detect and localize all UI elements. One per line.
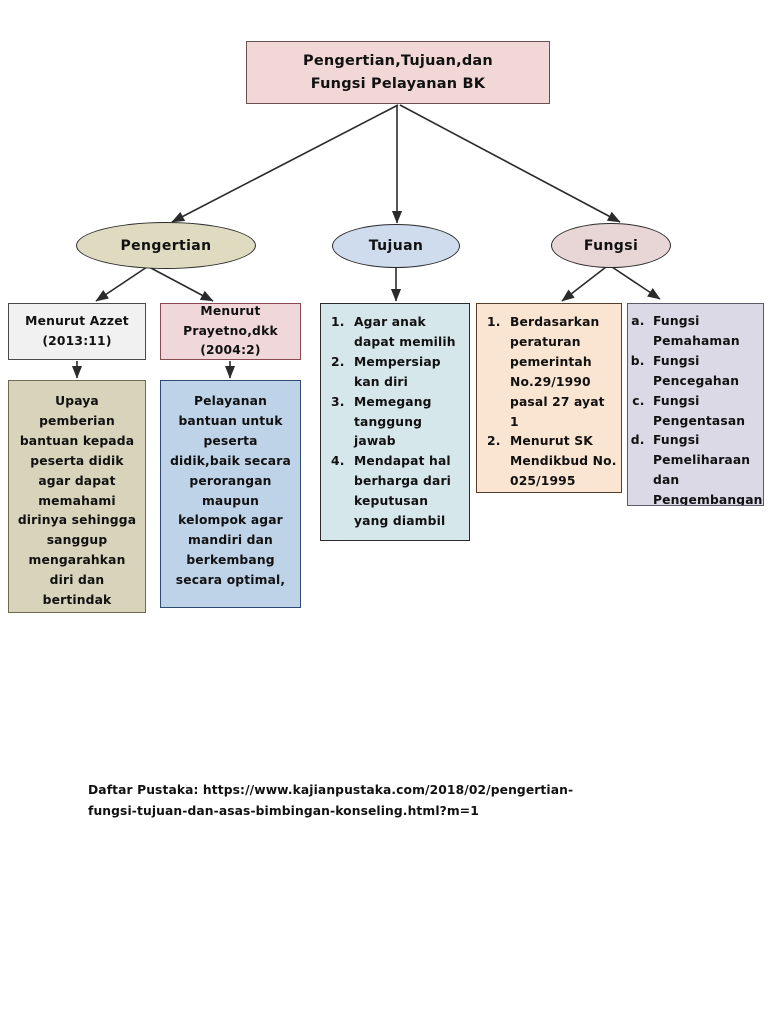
fungsi-numbered-list: Berdasarkan peraturan pemerintah No.29/1… <box>479 313 617 492</box>
node-oval-tujuan: Tujuan <box>332 224 460 268</box>
edge-title-to-fungsi <box>399 104 621 223</box>
node-fungsi-numbered-list: Berdasarkan peraturan pemerintah No.29/1… <box>476 303 622 493</box>
list-item: Mendapat hal berharga dari keputusan yan… <box>349 452 463 532</box>
node-title-line2: Fungsi Pelayanan BK <box>310 75 486 92</box>
edge-fungsi-to-numbered <box>561 266 607 302</box>
list-item: Fungsi Pengentasan <box>649 392 760 432</box>
node-oval-pengertian: Pengertian <box>76 222 256 269</box>
node-oval-fungsi-label: Fungsi <box>583 237 639 254</box>
list-item: Berdasarkan peraturan pemerintah No.29/1… <box>505 313 617 432</box>
list-item: Memegang tanggung jawab <box>349 393 463 453</box>
node-azzet-body: Upaya pemberian bantuan kepada peserta d… <box>8 380 146 613</box>
node-prayetno-header-line2: Prayetno,dkk <box>183 323 278 338</box>
node-oval-fungsi: Fungsi <box>551 223 671 268</box>
node-title-line1: Pengertian,Tujuan,dan <box>303 53 493 70</box>
list-item: Fungsi Pemeliharaan dan Pengembangan <box>649 431 762 505</box>
edge-fungsi-to-alpha <box>611 266 661 300</box>
edge-pengertian-to-prayetno <box>148 266 214 302</box>
list-item: Mempersiap kan diri <box>349 353 463 393</box>
footer-line1: Daftar Pustaka: https://www.kajianpustak… <box>88 783 574 797</box>
node-prayetno-header-line1: Menurut <box>200 303 261 318</box>
node-prayetno-body-text: Pelayanan bantuan untuk peserta didik,ba… <box>170 394 291 588</box>
edge-title-to-pengertian <box>171 104 399 223</box>
node-azzet-header-line2: (2013:11) <box>42 333 112 348</box>
edge-pengertian-to-azzet <box>95 266 148 302</box>
list-item: Fungsi Pencegahan <box>649 352 760 392</box>
footer-reference: Daftar Pustaka: https://www.kajianpustak… <box>88 780 668 822</box>
list-item: Menurut SK Mendikbud No. 025/1995 <box>505 432 617 492</box>
node-azzet-header: Menurut Azzet (2013:11) <box>8 303 146 360</box>
node-oval-tujuan-label: Tujuan <box>368 238 424 254</box>
node-azzet-header-label: Menurut Azzet (2013:11) <box>25 312 129 352</box>
list-item: Fungsi Pemahaman <box>649 312 760 352</box>
node-title-label: Pengertian,Tujuan,dan Fungsi Pelayanan B… <box>303 50 493 95</box>
tujuan-list: Agar anak dapat memilih Mempersiap kan d… <box>323 313 463 532</box>
node-prayetno-body: Pelayanan bantuan untuk peserta didik,ba… <box>160 380 301 608</box>
node-azzet-header-line1: Menurut Azzet <box>25 313 129 328</box>
node-prayetno-header-label: Menurut Prayetno,dkk (2004:2) <box>183 302 278 362</box>
node-fungsi-alpha-list: Fungsi Pemahaman Fungsi Pencegahan Fungs… <box>627 303 764 506</box>
node-prayetno-header: Menurut Prayetno,dkk (2004:2) <box>160 303 301 360</box>
fungsi-alpha-list: Fungsi Pemahaman Fungsi Pencegahan Fungs… <box>628 312 762 505</box>
node-azzet-body-text: Upaya pemberian bantuan kepada peserta d… <box>17 394 137 608</box>
footer-line2: fungsi-tujuan-dan-asas-bimbingan-konseli… <box>88 804 479 819</box>
node-tujuan-list: Agar anak dapat memilih Mempersiap kan d… <box>320 303 470 541</box>
list-item: Agar anak dapat memilih <box>349 313 463 353</box>
node-oval-pengertian-label: Pengertian <box>120 237 212 254</box>
node-prayetno-header-line3: (2004:2) <box>200 343 261 358</box>
node-title: Pengertian,Tujuan,dan Fungsi Pelayanan B… <box>246 41 550 104</box>
